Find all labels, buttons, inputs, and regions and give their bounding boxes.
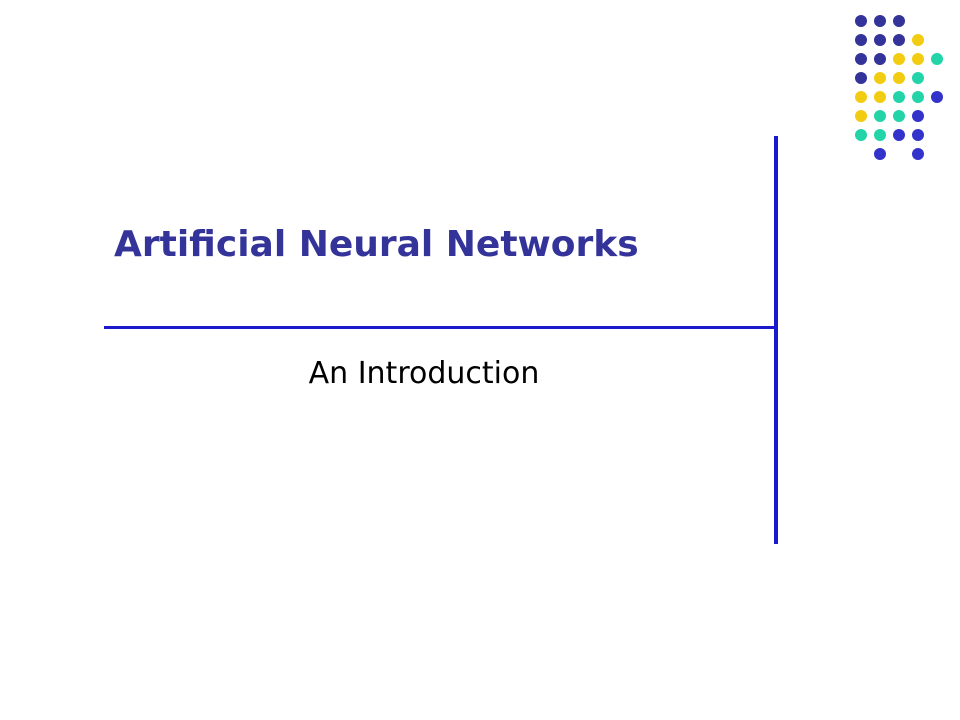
decorative-dot — [874, 129, 886, 141]
decorative-dot — [874, 34, 886, 46]
decorative-dot — [874, 91, 886, 103]
decorative-dot-grid — [0, 0, 960, 200]
decorative-dot — [893, 91, 905, 103]
decorative-dot — [893, 15, 905, 27]
decorative-dot — [874, 15, 886, 27]
decorative-dot — [912, 72, 924, 84]
slide-title: Artificial Neural Networks — [114, 224, 639, 265]
decorative-dot — [931, 53, 943, 65]
decorative-dot — [855, 53, 867, 65]
slide-subtitle: An Introduction — [308, 356, 540, 391]
decorative-dot — [912, 34, 924, 46]
decorative-dot — [855, 110, 867, 122]
decorative-dot — [893, 110, 905, 122]
decorative-dot — [855, 34, 867, 46]
decorative-dot — [893, 72, 905, 84]
decorative-dot — [874, 148, 886, 160]
decorative-dot — [912, 110, 924, 122]
decorative-dot — [912, 91, 924, 103]
decorative-dot — [874, 72, 886, 84]
decorative-dot — [912, 148, 924, 160]
decorative-dot — [855, 15, 867, 27]
horizontal-divider — [104, 326, 776, 329]
vertical-divider — [774, 136, 778, 544]
decorative-dot — [931, 91, 943, 103]
decorative-dot — [855, 129, 867, 141]
decorative-dot — [893, 34, 905, 46]
decorative-dot — [893, 129, 905, 141]
decorative-dot — [874, 53, 886, 65]
decorative-dot — [855, 72, 867, 84]
decorative-dot — [893, 53, 905, 65]
decorative-dot — [874, 110, 886, 122]
decorative-dot — [855, 91, 867, 103]
decorative-dot — [912, 53, 924, 65]
decorative-dot — [912, 129, 924, 141]
